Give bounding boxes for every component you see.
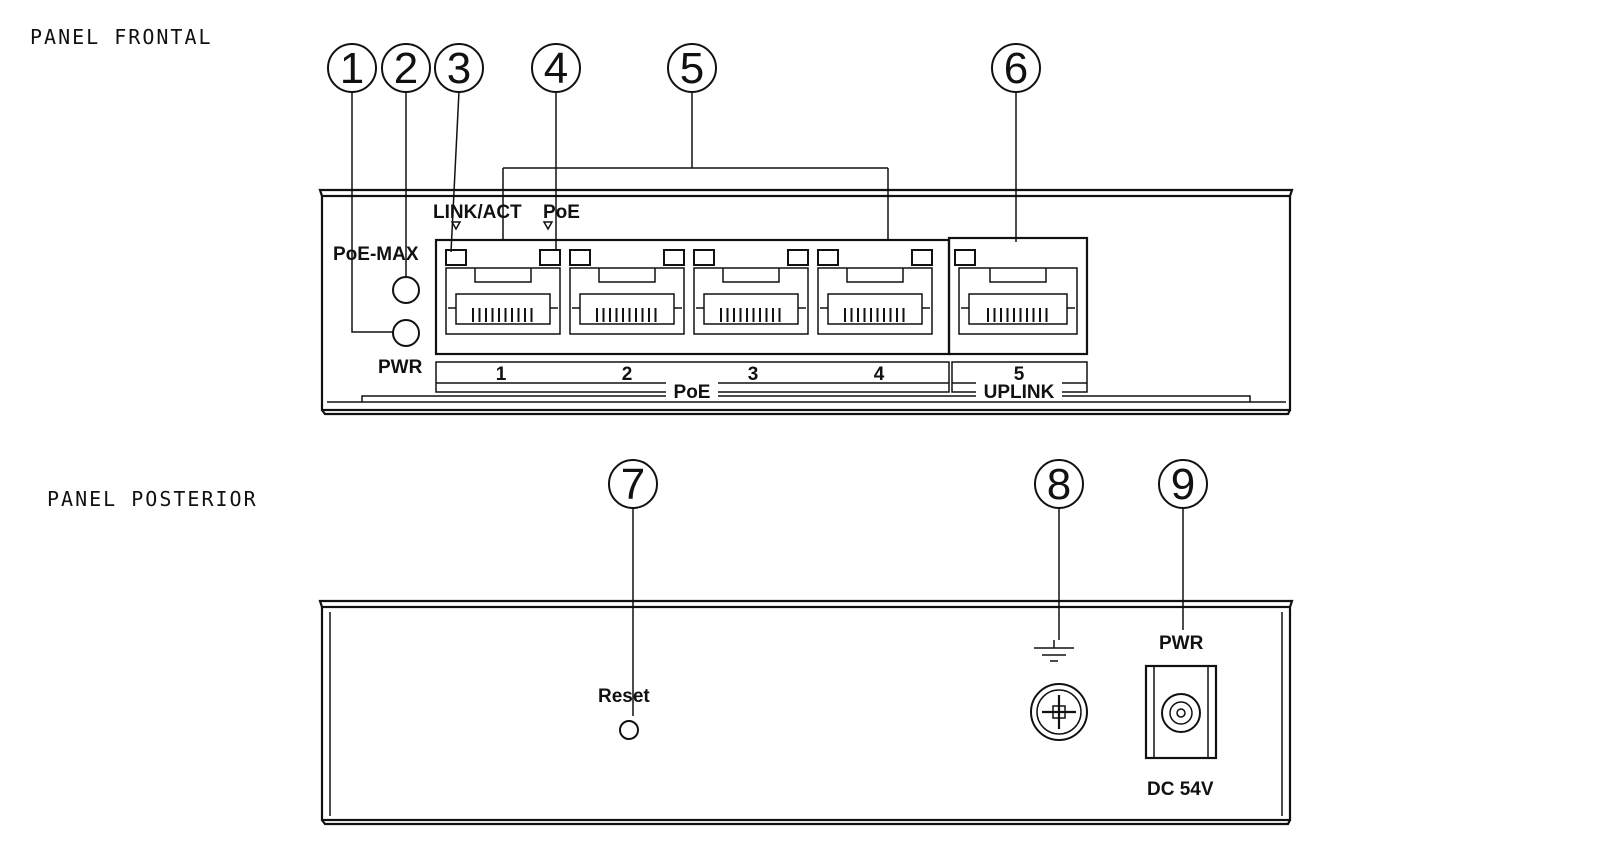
uplink-group-label: UPLINK — [984, 382, 1055, 403]
poe-max-led — [392, 276, 420, 304]
rear-panel — [318, 599, 1294, 826]
callout-2: 2 — [381, 43, 431, 93]
callout-number-3: 3 — [447, 44, 471, 93]
callout-6: 6 — [991, 43, 1041, 93]
poe-port-2 — [569, 249, 685, 335]
rear-pwr-label: PWR — [1159, 633, 1204, 654]
port-number-2: 2 — [622, 364, 633, 385]
poe-port-2-link-led — [569, 249, 591, 266]
callout-1: 1 — [327, 43, 377, 93]
callout-7: 7 — [608, 459, 658, 509]
callout-number-2: 2 — [394, 44, 418, 93]
link-act-indicator-icon — [450, 221, 462, 231]
poe-indicator-icon — [542, 221, 554, 231]
port-number-1: 1 — [496, 364, 507, 385]
uplink-port-5 — [958, 267, 1078, 335]
callout-number-4: 4 — [544, 44, 568, 93]
callout-number-6: 6 — [1004, 44, 1028, 93]
port-number-5: 5 — [1014, 364, 1025, 385]
link-act-label: LINK/ACT — [433, 202, 522, 223]
poe-port-2-poe-led — [663, 249, 685, 266]
poe-port-4-poe-led — [911, 249, 933, 266]
poe-led-label: PoE — [543, 202, 580, 223]
front-panel-title: PANEL FRONTAL — [30, 25, 213, 49]
rear-panel-title: PANEL POSTERIOR — [47, 487, 258, 511]
poe-port-1-link-led — [445, 249, 467, 266]
poe-port-3 — [693, 249, 809, 335]
poe-port-1-poe-led — [539, 249, 561, 266]
callout-4: 4 — [531, 43, 581, 93]
pwr-led-label: PWR — [378, 357, 423, 378]
dc-voltage-label: DC 54V — [1147, 779, 1214, 800]
poe-group-label: PoE — [674, 382, 711, 403]
uplink-led — [954, 249, 976, 266]
callout-number-1: 1 — [340, 44, 364, 93]
uplink-port-block — [947, 236, 1089, 356]
callout-number-8: 8 — [1047, 460, 1071, 509]
poe-port-3-link-led — [693, 249, 715, 266]
callout-number-5: 5 — [680, 44, 704, 93]
uplink-port — [954, 249, 1078, 335]
callout-8: 8 — [1034, 459, 1084, 509]
reset-button — [619, 720, 639, 740]
poe-max-label: PoE-MAX — [333, 244, 419, 265]
poe-port-3-poe-led — [787, 249, 809, 266]
dc-jack-icon — [1144, 664, 1218, 760]
callout-number-7: 7 — [621, 460, 645, 509]
poe-ports — [445, 249, 933, 335]
callout-5: 5 — [667, 43, 717, 93]
port-number-4: 4 — [874, 364, 885, 385]
poe-port-1 — [445, 249, 561, 335]
pwr-led — [392, 319, 420, 347]
ground-icon — [1034, 640, 1074, 662]
callout-9: 9 — [1158, 459, 1208, 509]
ground-screw-icon — [1030, 683, 1088, 741]
front-panel — [318, 188, 1294, 416]
callout-number-9: 9 — [1171, 460, 1195, 509]
callout-3: 3 — [434, 43, 484, 93]
poe-port-4 — [817, 249, 933, 335]
poe-port-4-link-led — [817, 249, 839, 266]
poe-port-block — [434, 238, 951, 356]
reset-label: Reset — [598, 686, 650, 707]
port-number-3: 3 — [748, 364, 759, 385]
